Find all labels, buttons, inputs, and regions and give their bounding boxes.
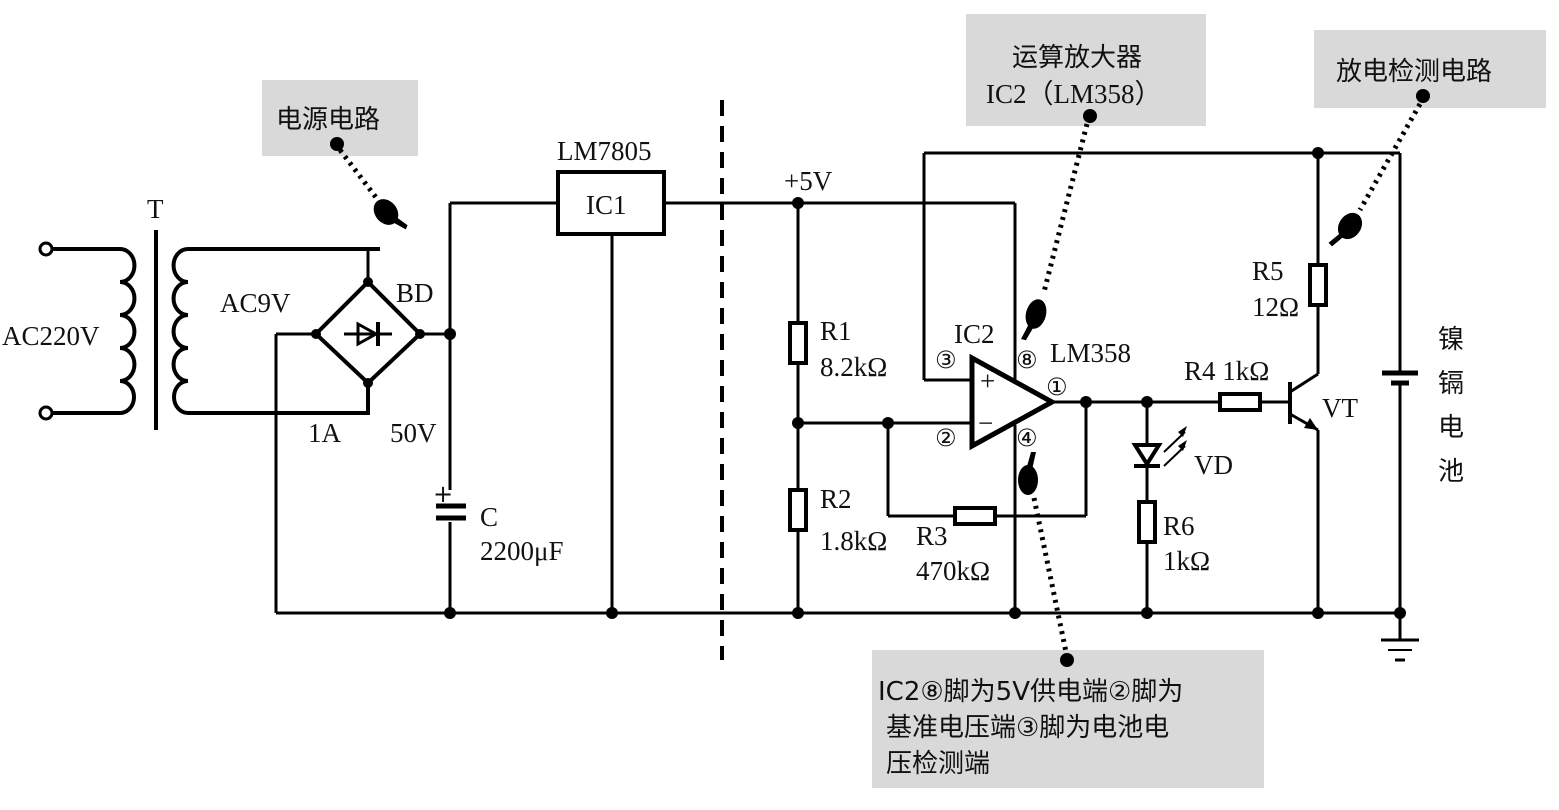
r5-value: 12Ω <box>1252 292 1299 322</box>
resistor-r2 <box>788 488 808 532</box>
pin1-label: ① <box>1046 373 1068 401</box>
ac-terminal-bottom <box>38 405 54 421</box>
leader-opamp <box>1041 109 1097 293</box>
callout-opamp-line1: 运算放大器 <box>1012 43 1142 73</box>
bridge-label: BD <box>396 278 434 308</box>
leader-discharge <box>1357 89 1430 212</box>
bridge-current: 1A <box>308 418 342 448</box>
pin4-label: ④ <box>1016 424 1038 452</box>
resistor-r4 <box>1218 392 1262 412</box>
callout-opamp-box <box>966 14 1206 126</box>
battery-char: 镉 <box>1438 369 1464 399</box>
transistor-name: VT <box>1322 393 1358 423</box>
callout-opamp-line2: IC2（LM358） <box>986 79 1162 109</box>
callout-discharge-detect: 放电检测电路 <box>1336 57 1492 87</box>
transformer-label: T <box>147 194 164 224</box>
r3-name: R3 <box>916 521 948 551</box>
r6-value: 1kΩ <box>1163 546 1210 576</box>
battery-char: 电 <box>1438 413 1464 443</box>
callout-power-circuit: 电源电路 <box>276 105 380 135</box>
pointing-hand-icon <box>373 199 408 230</box>
battery-char: 池 <box>1438 457 1464 487</box>
r6-name: R6 <box>1163 511 1195 541</box>
pointing-hand-icon <box>1328 212 1363 247</box>
r5-name: R5 <box>1252 256 1284 286</box>
callout-discharge-box <box>1314 30 1546 108</box>
pin2-label: ② <box>935 424 957 452</box>
transistor-npn-icon <box>1288 372 1319 432</box>
opamp-minus: − <box>978 408 993 438</box>
ground-icon <box>1381 638 1419 662</box>
leader-pin-note <box>1031 497 1074 667</box>
resistor-r6 <box>1137 500 1157 544</box>
battery-char: 镍 <box>1438 325 1464 355</box>
r4-label: R4 1kΩ <box>1184 356 1269 386</box>
led-name: VD <box>1194 450 1233 480</box>
capacitor-name: C <box>480 502 498 532</box>
callout-pin-note-line1: IC2⑧脚为5V供电端②脚为 <box>878 677 1183 707</box>
ic2-name: IC2 <box>954 319 995 349</box>
pin3-label: ③ <box>935 346 957 374</box>
pointing-hand-icon <box>1021 299 1047 341</box>
r1-name: R1 <box>820 316 852 346</box>
r2-value: 1.8kΩ <box>820 526 887 556</box>
r1-value: 8.2kΩ <box>820 352 887 382</box>
r3-value: 470kΩ <box>916 556 990 586</box>
pin8-label: ⑧ <box>1016 346 1038 374</box>
regulator-name: IC1 <box>586 190 627 220</box>
regulator-part: LM7805 <box>557 136 652 166</box>
opamp-plus: + <box>980 366 995 396</box>
led-icon <box>1131 426 1187 468</box>
secondary-voltage-label: AC9V <box>220 288 291 318</box>
resistor-r5 <box>1308 263 1328 307</box>
callout-pin-note-line3: 压检测端 <box>886 749 990 779</box>
capacitor-value: 2200μF <box>480 536 564 566</box>
callout-pin-note-box <box>872 650 1264 788</box>
supply-rail-label: +5V <box>784 166 833 196</box>
resistor-r3 <box>953 506 997 526</box>
leader-power <box>330 137 380 202</box>
opamp-ic2 <box>969 353 1058 451</box>
resistor-r1 <box>788 321 808 365</box>
r2-name: R2 <box>820 484 852 514</box>
battery-label: 镍 镉 电 池 <box>1438 325 1464 487</box>
callout-pin-note-line2: 基准电压端③脚为电池电 <box>886 713 1169 743</box>
pointing-hand-icon <box>1018 452 1038 495</box>
ic2-part: LM358 <box>1050 338 1131 368</box>
ac-terminal-top <box>38 241 54 257</box>
battery-icon <box>1382 370 1418 386</box>
capacitor: + <box>433 480 466 521</box>
bridge-voltage: 50V <box>390 418 437 448</box>
capacitor-polarity: + <box>433 480 453 508</box>
transformer <box>52 230 380 430</box>
ac-input-label: AC220V <box>2 321 100 351</box>
